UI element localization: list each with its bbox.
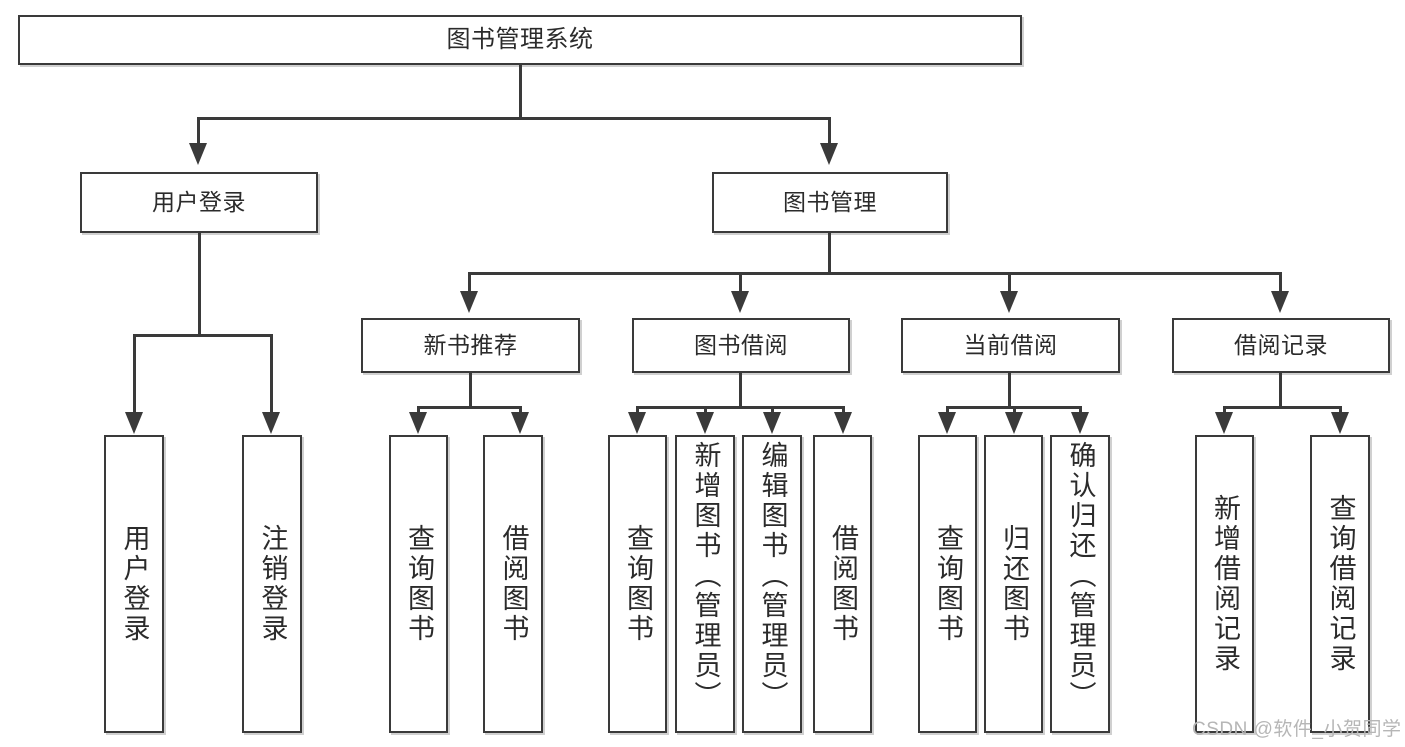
connector-new-book-drop-2: [519, 406, 522, 414]
leaf-node-add-record[interactable]: 新增借阅记录: [1195, 435, 1254, 733]
node-book-borrow[interactable]: 图书借阅: [632, 318, 850, 373]
leaf-node-confirm-return[interactable]: 确认归还（管理员）: [1050, 435, 1110, 733]
node-label: 查询图书: [933, 524, 963, 644]
arrowhead-to-leaf-query-book-1: [409, 412, 427, 434]
connector-user-login-right-drop: [270, 334, 273, 413]
connector-user-login-left-drop: [133, 334, 136, 413]
node-label: 查询图书: [404, 524, 434, 644]
connector-root-stem: [519, 65, 522, 118]
connector-current-borrow-stem: [1008, 373, 1011, 407]
node-label: 当前借阅: [963, 331, 1058, 358]
arrowhead-to-leaf-confirm-return: [1071, 412, 1089, 434]
node-label: 编辑图书（管理员）: [757, 441, 788, 711]
leaf-node-add-book[interactable]: 新增图书（管理员）: [675, 435, 735, 733]
node-label: 新增图书（管理员）: [690, 441, 721, 711]
leaf-node-query-book-1[interactable]: 查询图书: [389, 435, 448, 733]
connector-book-manage-stem: [828, 233, 831, 274]
connector-borrow-record-bus: [1223, 406, 1341, 409]
connector-new-book-drop-1: [417, 406, 420, 414]
arrowhead-to-leaf-add-book: [696, 412, 714, 434]
node-label: 查询借阅记录: [1325, 494, 1356, 674]
arrowhead-to-leaf-logout: [262, 412, 280, 434]
connector-book-borrow-drop-4: [842, 406, 845, 414]
leaf-node-edit-book[interactable]: 编辑图书（管理员）: [742, 435, 802, 733]
node-label: 确认归还（管理员）: [1065, 441, 1096, 711]
csdn-watermark: CSDN @软件_小贺同学: [1192, 719, 1402, 740]
connector-book-borrow-drop-1: [636, 406, 639, 414]
node-label: 查询图书: [623, 524, 653, 644]
connector-current-borrow-drop-3: [1079, 406, 1082, 414]
arrowhead-to-current-borrow: [1000, 291, 1018, 313]
node-label: 用户登录: [119, 524, 150, 644]
node-label: 借阅图书: [498, 524, 529, 644]
node-borrow-record[interactable]: 借阅记录: [1172, 318, 1390, 373]
connector-to-new-book-recommend: [468, 272, 471, 292]
arrowhead-to-leaf-edit-book: [763, 412, 781, 434]
connector-root-to-user-login: [197, 117, 200, 144]
node-book-management[interactable]: 图书管理: [712, 172, 948, 233]
arrowhead-to-leaf-query-book-3: [938, 412, 956, 434]
connector-to-borrow-record: [1279, 272, 1282, 292]
connector-borrow-record-drop-1: [1223, 406, 1226, 414]
node-label: 图书管理: [783, 188, 877, 215]
leaf-node-borrow-book-2[interactable]: 借阅图书: [813, 435, 872, 733]
connector-user-login-bus: [133, 334, 272, 337]
connector-new-book-bus: [417, 406, 522, 409]
connector-current-borrow-drop-1: [946, 406, 949, 414]
connector-borrow-record-stem: [1279, 373, 1282, 407]
connector-borrow-record-drop-2: [1339, 406, 1342, 414]
connector-book-manage-bus: [468, 272, 1282, 275]
leaf-node-query-record[interactable]: 查询借阅记录: [1310, 435, 1370, 733]
node-root-book-management-system[interactable]: 图书管理系统: [18, 15, 1022, 65]
node-label: 新书推荐: [423, 331, 518, 358]
connector-book-borrow-drop-2: [704, 406, 707, 414]
arrowhead-to-borrow-record: [1271, 291, 1289, 313]
node-user-login[interactable]: 用户登录: [80, 172, 318, 233]
arrowhead-to-new-book-recommend: [460, 291, 478, 313]
arrowhead-to-book-manage: [820, 143, 838, 165]
node-label: 图书借阅: [694, 331, 788, 358]
connector-book-borrow-bus: [636, 406, 845, 409]
leaf-node-logout[interactable]: 注销登录: [242, 435, 302, 733]
node-label: 图书管理系统: [446, 25, 594, 53]
connector-user-login-stem: [198, 233, 201, 335]
connector-root-to-book-manage: [828, 117, 831, 144]
node-label: 注销登录: [257, 524, 288, 644]
arrowhead-to-leaf-query-book-2: [628, 412, 646, 434]
node-label: 借阅图书: [828, 524, 858, 644]
connector-book-borrow-drop-3: [771, 406, 774, 414]
node-label: 用户登录: [152, 188, 246, 215]
connector-to-current-borrow: [1008, 272, 1011, 292]
arrowhead-to-book-borrow: [731, 291, 749, 313]
node-label: 新增借阅记录: [1210, 494, 1240, 674]
node-label: 归还图书: [999, 524, 1029, 644]
leaf-node-query-book-3[interactable]: 查询图书: [918, 435, 977, 733]
arrowhead-to-user-login: [189, 143, 207, 165]
connector-book-borrow-stem: [739, 373, 742, 407]
node-current-borrow[interactable]: 当前借阅: [901, 318, 1120, 373]
arrowhead-to-leaf-borrow-book-1: [511, 412, 529, 434]
connector-current-borrow-drop-2: [1013, 406, 1016, 414]
arrowhead-to-leaf-return-book: [1005, 412, 1023, 434]
arrowhead-to-leaf-user-login: [125, 412, 143, 434]
connector-root-bus: [197, 117, 831, 120]
arrowhead-to-leaf-add-record: [1215, 412, 1233, 434]
leaf-node-return-book[interactable]: 归还图书: [984, 435, 1043, 733]
connector-new-book-stem: [469, 373, 472, 407]
leaf-node-user-login[interactable]: 用户登录: [104, 435, 164, 733]
arrowhead-to-leaf-query-record: [1331, 412, 1349, 434]
node-label: 借阅记录: [1234, 331, 1328, 358]
arrowhead-to-leaf-borrow-book-2: [834, 412, 852, 434]
node-new-book-recommend[interactable]: 新书推荐: [361, 318, 580, 373]
leaf-node-query-book-2[interactable]: 查询图书: [608, 435, 667, 733]
leaf-node-borrow-book-1[interactable]: 借阅图书: [483, 435, 543, 733]
connector-to-book-borrow: [739, 272, 742, 292]
